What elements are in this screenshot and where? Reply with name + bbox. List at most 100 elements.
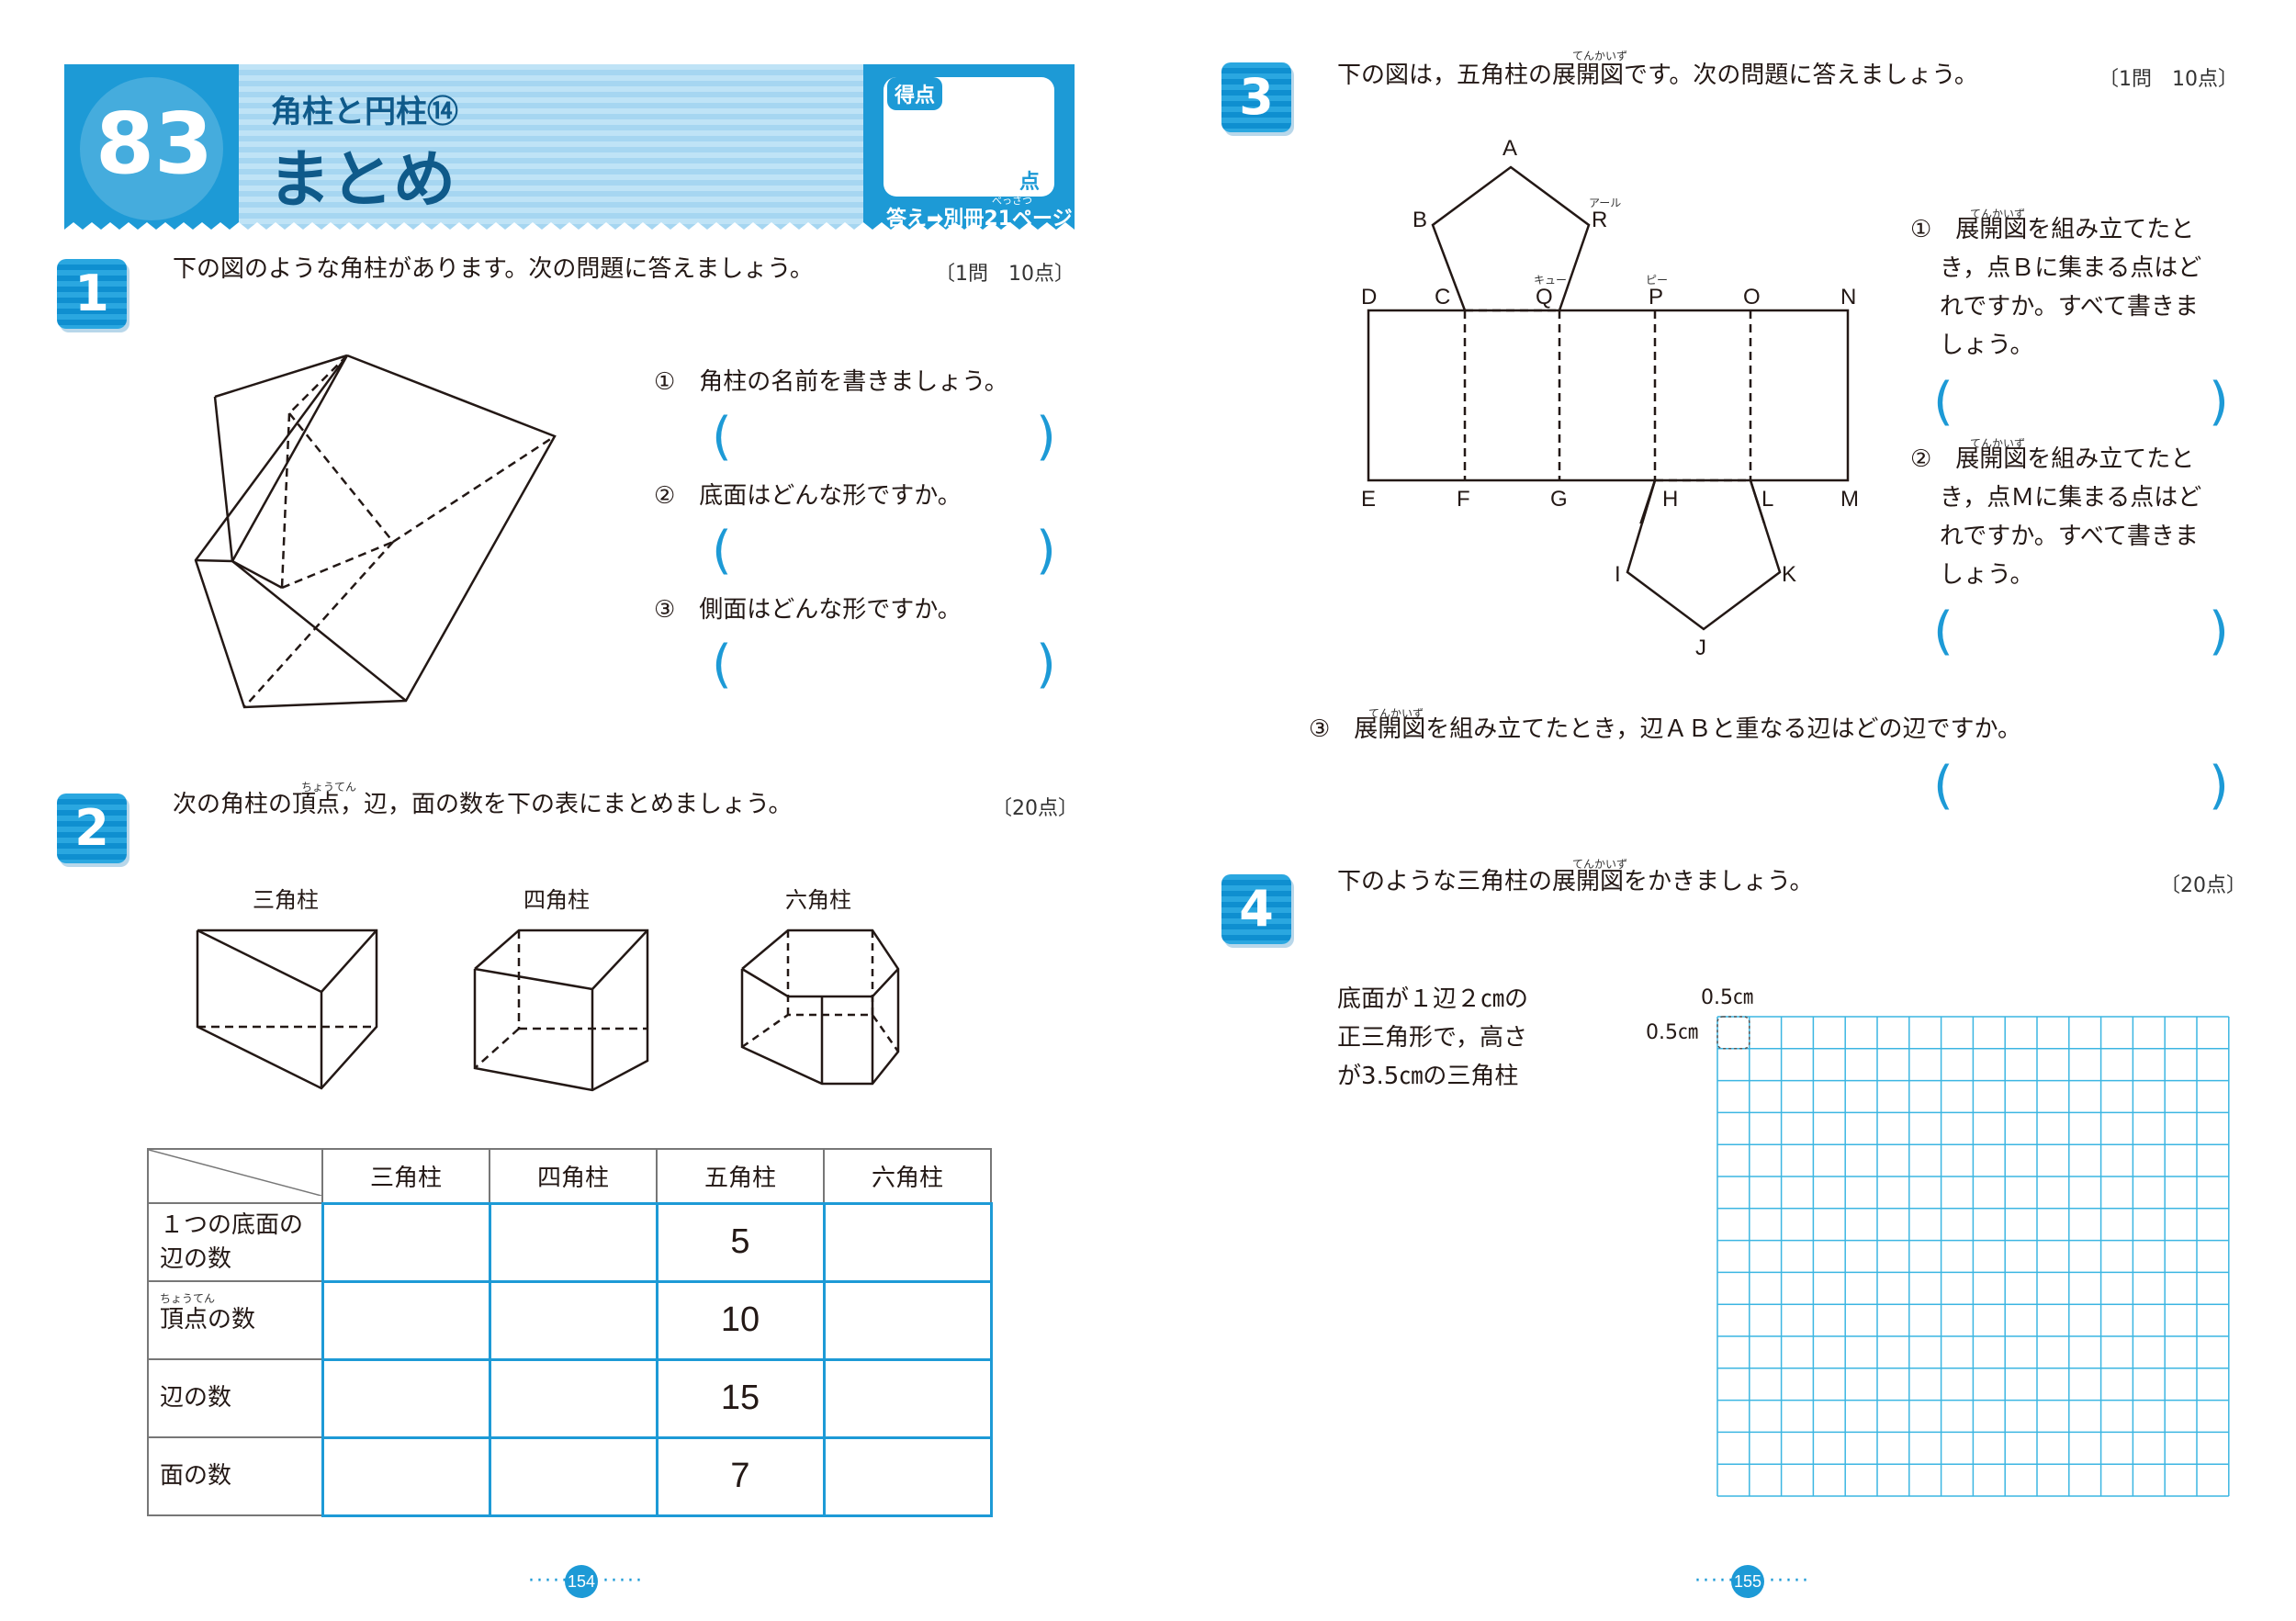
question-4-points: 〔20点〕 (2160, 874, 2246, 897)
page-number-right: 155 (1731, 1565, 1764, 1598)
net-label-E: E (1361, 487, 1377, 512)
table-cell-input[interactable] (488, 1201, 658, 1283)
shape-label-triangular: 三角柱 (253, 887, 319, 913)
table-cell-input[interactable] (822, 1435, 993, 1517)
answer-3-1-field[interactable] (1956, 377, 2204, 430)
table-corner-cell (147, 1148, 323, 1204)
drawing-grid[interactable] (1716, 1015, 2230, 1497)
net-label-I: I (1615, 562, 1621, 587)
net-label-J: J (1695, 636, 1706, 660)
net-label-F: F (1457, 487, 1470, 512)
question-4-desc-line-2: 正三角形で，高さ (1337, 1024, 1527, 1052)
score-label: 得点 (887, 77, 943, 110)
row-header: 面の数 (147, 1436, 323, 1516)
question-3-points: 〔1問 10点〕 (2099, 68, 2238, 91)
question-4-prompt: 下のような三角柱の展開図をかきましょう。 (1337, 868, 1814, 895)
table-cell-value: 7 (655, 1435, 826, 1517)
grid-label-left: 0.5㎝ (1646, 1021, 1698, 1044)
question-3-ruby: てんかいず (1572, 50, 1628, 62)
question-3-item-2-line-2: き，点Ｍに集まる点はど (1940, 484, 2202, 512)
question-3-number: 3 (1221, 62, 1291, 132)
answer-1-3-field[interactable] (735, 639, 1029, 692)
table-cell-value: 5 (655, 1201, 826, 1283)
grid-unit-cell-marker (1716, 1016, 1750, 1050)
question-2-prompt: 次の角柱の頂点，辺，面の数を下の表にまとめましょう。 (173, 791, 793, 818)
table-cell-input[interactable] (488, 1357, 658, 1439)
table-row: 面の数 7 (147, 1435, 993, 1517)
triangular-prism-figure (196, 929, 378, 1090)
net-label-B: B (1412, 208, 1428, 232)
pentagonal-prism-net (1367, 165, 1850, 523)
table-header-row: 三角柱 四角柱 五角柱 六角柱 (147, 1148, 992, 1204)
table-cell-input[interactable] (488, 1435, 658, 1517)
answer-3-3-close: ) (2209, 756, 2229, 816)
net-label-Q: Q (1536, 285, 1553, 310)
square-prism-figure (473, 929, 649, 1092)
net-label-M: M (1840, 487, 1859, 512)
table-cell-value: 15 (655, 1357, 826, 1439)
hexagonal-prism-figure (740, 929, 900, 1086)
pentagonal-prism-net-bottom (1626, 479, 1782, 631)
counts-table: 三角柱 四角柱 五角柱 六角柱 １つの底面の辺の数 5 ちょうてん頂点の数 10… (147, 1148, 993, 1517)
grid-label-top: 0.5㎝ (1701, 986, 1753, 1009)
table-cell-input[interactable] (822, 1279, 993, 1361)
question-3-item-1-line-3: れですか。すべて書きま (1940, 293, 2199, 321)
answer-1-2-field[interactable] (735, 525, 1029, 579)
question-4-number: 4 (1221, 874, 1291, 944)
table-cell-input[interactable] (822, 1201, 993, 1283)
table-column-header: 五角柱 (656, 1148, 825, 1204)
net-label-R: R (1592, 208, 1608, 232)
diagonal-line (148, 1149, 322, 1197)
table-cell-input[interactable] (321, 1357, 491, 1439)
question-4-desc-line-3: が3.5㎝の三角柱 (1337, 1063, 1519, 1090)
net-label-L: L (1761, 487, 1774, 512)
net-label-A: A (1503, 136, 1518, 161)
footer-dots-right-a: ····· (1694, 1570, 1736, 1593)
question-3-item-1-ruby: てんかいず (1970, 208, 2026, 220)
question-2-ruby: ちょうてん (301, 781, 357, 794)
page-number-left: 154 (565, 1565, 598, 1598)
row-header-line-1: １つの底面の (160, 1211, 304, 1240)
net-ruby-R: アール (1589, 197, 1622, 209)
answer-3-2-close: ) (2209, 602, 2229, 661)
net-ruby-P: ピー (1646, 274, 1669, 287)
row-header-line-1: 頂点の数 (160, 1306, 256, 1334)
score-unit: 点 (1019, 171, 1041, 194)
question-1-number: 1 (57, 259, 127, 329)
answer-1-1-field[interactable] (735, 411, 1029, 465)
row-header: ちょうてん頂点の数 (147, 1280, 323, 1360)
net-label-N: N (1840, 285, 1857, 310)
answer-1-1-close: ) (1036, 407, 1056, 467)
unit-number: 83 (95, 95, 214, 193)
answer-3-3-field[interactable] (1956, 760, 2204, 814)
net-label-H: H (1662, 487, 1679, 512)
question-4-desc-line-1: 底面が１辺２㎝の (1337, 985, 1529, 1013)
pentagonal-prism-figure (194, 354, 557, 709)
answer-3-1-close: ) (2209, 372, 2229, 432)
row-header: １つの底面の辺の数 (147, 1202, 323, 1282)
net-label-D: D (1361, 285, 1378, 310)
table-column-header: 三角柱 (321, 1148, 490, 1204)
net-label-O: O (1743, 285, 1761, 310)
table-cell-input[interactable] (488, 1279, 658, 1361)
shape-label-square: 四角柱 (523, 887, 590, 913)
table-cell-input[interactable] (321, 1279, 491, 1361)
table-cell-input[interactable] (321, 1201, 491, 1283)
question-3-item-2-line-4: しょう。 (1940, 561, 2034, 589)
question-3-item-3: ③ 展開図を組み立てたとき，辺ＡＢと重なる辺はどの辺ですか。 (1309, 715, 2022, 743)
answer-ruby: べっさつ (992, 195, 1032, 207)
question-1-item-1: ① 角柱の名前を書きましょう。 (654, 368, 1008, 396)
question-3-item-1-line-1: ① 展開図を組み立てたと (1910, 216, 2195, 243)
answer-1-1-open: ( (712, 407, 732, 467)
net-label-G: G (1550, 487, 1568, 512)
table-cell-input[interactable] (822, 1357, 993, 1439)
table-cell-input[interactable] (321, 1435, 491, 1517)
unit-header: 83 角柱と円柱⑭ まとめ 得点 点 べっさつ 答え➡別冊21ページ (64, 64, 1075, 231)
answer-3-1-open: ( (1933, 372, 1953, 432)
footer-dots-right-b: ····· (1769, 1570, 1810, 1593)
answer-3-2-field[interactable] (1956, 606, 2204, 659)
question-3-item-3-ruby: てんかいず (1368, 707, 1424, 720)
footer-dots-left-a: ····· (528, 1570, 569, 1593)
answer-3-2-open: ( (1933, 602, 1953, 661)
table-column-header: 四角柱 (489, 1148, 658, 1204)
